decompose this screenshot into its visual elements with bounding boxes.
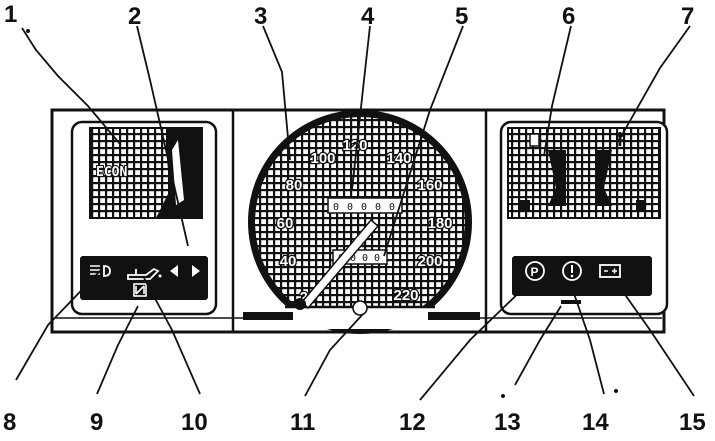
svg-text:P: P xyxy=(531,265,539,279)
brake-warning-icon xyxy=(562,261,582,281)
econ-label: ECON xyxy=(96,165,127,180)
callout-6: 6 xyxy=(562,3,575,30)
speedometer-needle xyxy=(294,218,380,310)
callout-3: 3 xyxy=(254,3,267,30)
trip-reset-knob xyxy=(352,300,368,316)
callout-5: 5 xyxy=(455,3,468,30)
right-panel: P xyxy=(499,120,669,316)
speed-scale-label: 100 xyxy=(310,150,335,167)
speed-scale-label: 180 xyxy=(427,215,452,232)
fuel-temperature-gauges xyxy=(507,127,661,219)
left-panel: ECON xyxy=(70,120,218,316)
callout-12: 12 xyxy=(399,409,426,436)
callout-7: 7 xyxy=(681,3,694,30)
callout-2: 2 xyxy=(128,3,141,30)
callout-8: 8 xyxy=(3,409,16,436)
speed-scale-label: 200 xyxy=(417,253,442,270)
odometer-digit: 0 xyxy=(389,202,395,213)
callout-9: 9 xyxy=(90,409,103,436)
callout-10: 10 xyxy=(181,409,208,436)
economy-gauge: ECON xyxy=(89,127,203,219)
speed-scale-label: 220 xyxy=(393,287,418,304)
fuel-pump-icon xyxy=(529,133,544,147)
odometer-digit: 0 xyxy=(375,202,381,213)
speed-scale-label: 40 xyxy=(280,253,297,270)
indicator-dash xyxy=(561,300,581,304)
callout-numbers: 1 2 3 4 5 6 7 8 9 10 11 12 13 14 15 xyxy=(3,1,706,436)
trip-digit: 0 xyxy=(350,253,356,264)
callout-1: 1 xyxy=(4,1,17,28)
oil-can-icon xyxy=(127,267,162,280)
speed-scale-label: 80 xyxy=(286,177,303,194)
trip-digit: 0 xyxy=(374,253,380,264)
odometer-digit: 0 xyxy=(347,202,353,213)
callout-11: 11 xyxy=(290,409,315,436)
speed-scale-label: 160 xyxy=(417,177,442,194)
speed-scale-label: 140 xyxy=(386,150,411,167)
trip-digit: 0 xyxy=(362,253,368,264)
choke-icon xyxy=(133,283,147,297)
odometer-digit: 0 xyxy=(333,202,339,213)
parking-brake-icon: P xyxy=(525,261,545,281)
callout-15: 15 xyxy=(679,409,706,436)
callout-4: 4 xyxy=(361,3,375,30)
callout-13: 13 xyxy=(494,409,521,436)
asterisk-marks xyxy=(26,29,618,398)
leader-lines xyxy=(15,25,695,401)
battery-icon xyxy=(599,264,621,278)
right-warning-strip: P xyxy=(512,256,652,304)
odometer-digit: 0 xyxy=(361,202,367,213)
speed-scale-label: 120 xyxy=(342,137,367,154)
speed-scale-label: 60 xyxy=(277,215,294,232)
callout-14: 14 xyxy=(582,409,609,436)
turn-signal-icon xyxy=(170,265,200,277)
